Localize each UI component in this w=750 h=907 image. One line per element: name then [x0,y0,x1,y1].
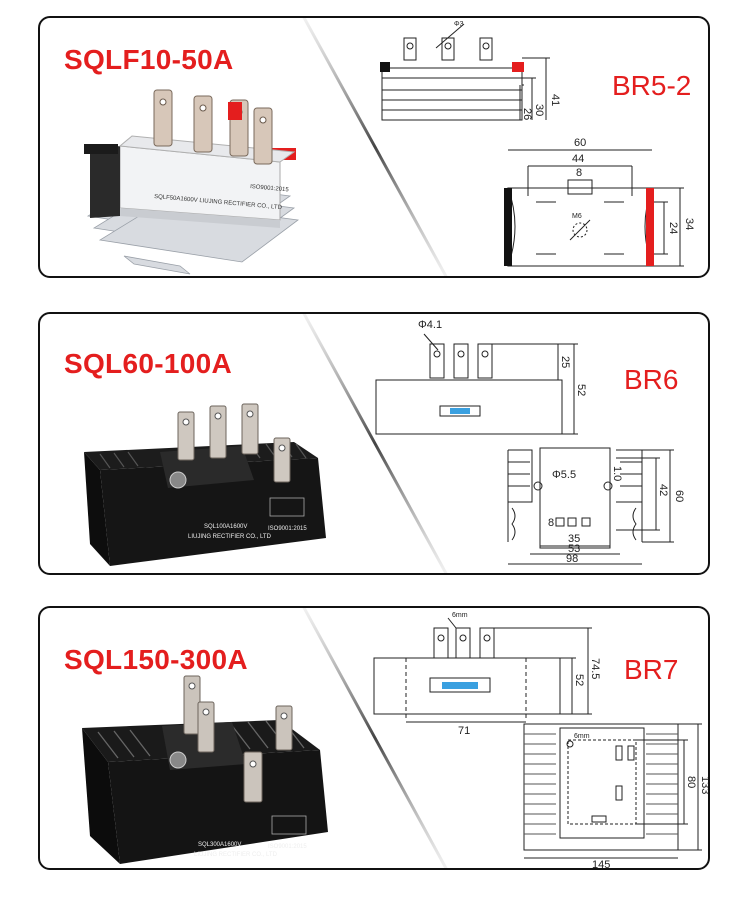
top-view-drawing: 6mm 80 133 145 [523,723,710,870]
dim-8: 8 [576,167,582,179]
model-title: SQLF10-50A [64,44,234,75]
body-print-company: LIUJING RECTIFIER CO., LTD [194,852,278,858]
package-code: BR7 [624,654,679,685]
top-view-drawing: Φ5.5 1.0 42 60 8 35 53 98 [507,447,685,565]
product-photo: SQL100A1600V LIUJING RECTIFIER CO., LTD … [84,403,326,566]
product-panel-1: SQLF10-50A BR5-2 ISO9001:20 [38,16,710,278]
dim-30: 30 [533,104,545,116]
dim-133: 133 [699,776,710,794]
dim-34: 34 [683,218,695,230]
dim-thickness: 1.0 [611,466,623,481]
dim-8: 8 [548,517,554,529]
dim-m6: M6 [572,213,582,220]
dim-44: 44 [572,153,584,165]
body-print-model: SQL100A1600V [204,524,247,530]
dim-60: 60 [574,137,586,149]
dim-26: 26 [521,108,533,120]
dim-terminal: 6mm [452,612,468,619]
product-photo: SQL300A1600V LIUJING RECTIFIER CO., LTD … [82,675,328,864]
body-print-company: LIUJING RECTIFIER CO., LTD [188,534,272,540]
body-print-model: SQL300A1600V [198,842,241,848]
model-title: SQL60-100A [64,348,232,379]
dim-25: 25 [559,356,571,368]
product-panel-2: SQL60-100A BR6 SQL100A1600V LIUJING R [38,312,710,575]
model-title: SQL150-300A [64,644,248,675]
dim-terminal: 6mm [574,733,590,740]
dim-hole: Φ3 [454,21,464,28]
dim-42: 42 [657,484,669,496]
body-print-iso: ISO9001:2015 [268,526,307,532]
side-view-drawing: 6mm 52 74.5 71 [373,612,601,737]
dim-71: 71 [458,725,470,737]
top-view-drawing: 60 44 8 M6 34 24 [504,137,695,267]
body-print-iso: ISO9001:2015 [268,844,307,850]
product-panel-3: SQL150-300A BR7 SQL300A1600V LIUJING REC… [38,606,710,870]
body-print-iso: ISO9001:2015 [250,184,290,193]
package-code: BR6 [624,364,679,395]
package-code: BR5-2 [612,70,692,101]
side-view-drawing: Φ3 41 30 26 [380,21,561,121]
dim-53: 53 [568,543,580,555]
side-view-drawing: Φ4.1 25 52 [375,319,587,435]
dim-41: 41 [549,94,561,106]
dim-52: 52 [573,674,585,686]
dim-52: 52 [575,384,587,396]
dim-80: 80 [685,776,697,788]
dim-hole2: Φ5.5 [552,469,576,481]
dim-98: 98 [566,553,578,565]
dim-74-5: 74.5 [589,658,601,679]
dim-60: 60 [673,490,685,502]
dim-hole: Φ4.1 [418,319,442,331]
dim-35: 35 [568,533,580,545]
dim-145: 145 [592,859,610,870]
product-photo: ISO9001:2015 SQLF50A1600V LIUJING RECTIF… [84,89,300,275]
dim-24: 24 [667,222,679,234]
